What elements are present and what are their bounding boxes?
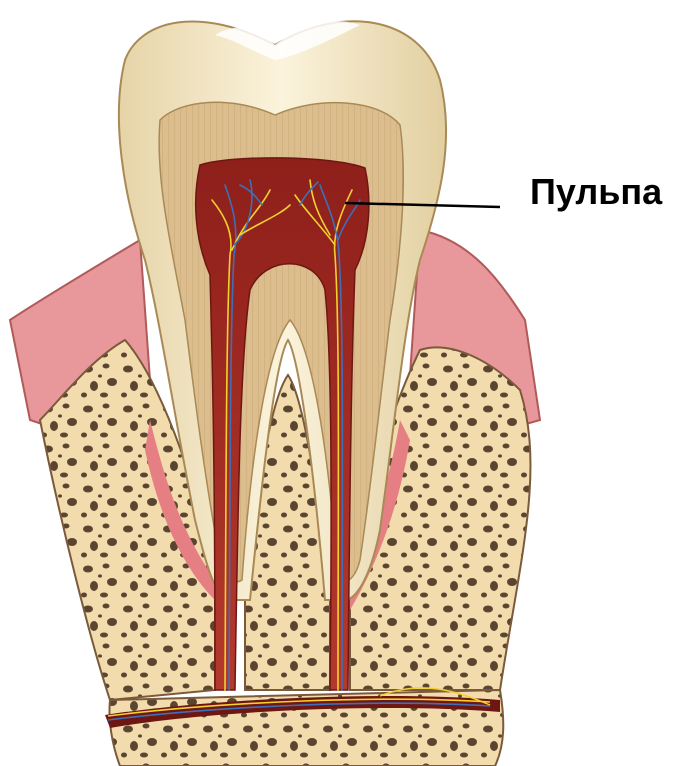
pulp-label: Пульпа <box>530 170 662 214</box>
